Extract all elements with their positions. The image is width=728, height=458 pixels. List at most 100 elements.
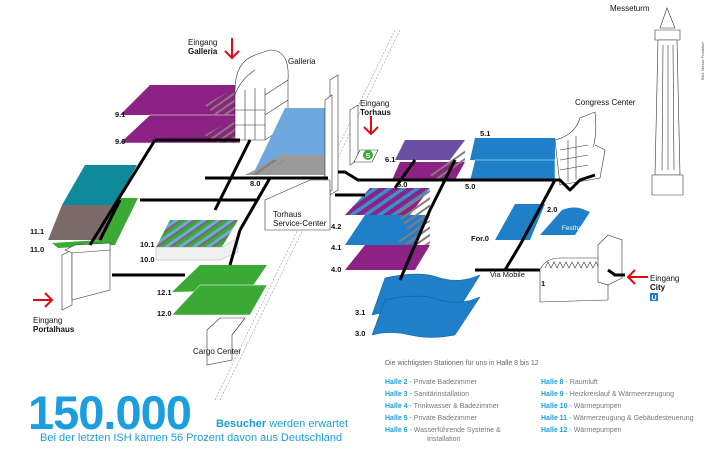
legend-desc: - Trinkwasser & Badezimmer: [407, 403, 499, 410]
hall-12[interactable]: [171, 265, 268, 316]
legend-item: Halle 10 - Wärmepumpen: [541, 401, 694, 413]
hall-4[interactable]: [345, 188, 430, 270]
hall-label: 5.1: [480, 129, 491, 138]
legend-column-left: Halle 2 - Private Badezimmer Halle 3 - S…: [385, 377, 501, 446]
hall-5[interactable]: [469, 138, 556, 181]
entrance-arrow-city: [626, 269, 648, 285]
hall-label: 3.0: [355, 329, 366, 338]
legend-item: Halle 12 - Wärmepumpen: [541, 425, 694, 437]
hall-label: 12.0: [157, 309, 172, 318]
entrance-name: City: [650, 283, 666, 292]
legend-hall: Halle 2: [385, 379, 408, 386]
festhalle-building[interactable]: [540, 207, 590, 236]
legend-desc: - Sanitärinstallation: [407, 391, 470, 398]
hall-label: 4.1: [331, 243, 342, 252]
messeturm-label: Messeturm: [610, 4, 650, 13]
hall-label: 11.1: [30, 227, 45, 236]
legend-item: Halle 11 - Wärmerzeugung & Gebäudesteuer…: [541, 413, 694, 425]
hall-label: 9.0: [115, 137, 126, 146]
legend-item: Halle 3 - Sanitärinstallation: [385, 389, 501, 401]
portalhaus-building: [61, 242, 111, 311]
image-credit: Bild: Messe Frankfurt: [700, 42, 705, 80]
hall-label: 8.0: [250, 179, 261, 188]
hall-label: 3.1: [355, 308, 366, 317]
s-bahn-label: S: [366, 153, 371, 160]
hall-label: 6.0: [397, 180, 408, 189]
visitor-caption-bold: Besucher: [216, 418, 267, 430]
legend-hall: Halle 8: [541, 379, 564, 386]
legend-item: Halle 5 - Private Badezimmer: [385, 413, 501, 425]
hall-label: 10.1: [140, 240, 155, 249]
hall-forum[interactable]: [495, 204, 545, 240]
torhaus-label-line1: Torhaus: [273, 210, 302, 219]
u-bahn-station: U: [650, 293, 658, 302]
hall-label: 2.0: [547, 205, 558, 214]
galleria-label: Galleria: [288, 57, 316, 66]
legend-desc: - Wasserführende Systeme &: [407, 427, 501, 434]
entrance-arrow-portalhaus: [33, 292, 54, 308]
legend-desc: - Wärmerzeugung & Gebäudesteuerung: [567, 415, 694, 422]
legend-column-right: Halle 8 - Raumluft Halle 9 - Heizkreisla…: [541, 377, 694, 437]
hall-label: For.0: [471, 234, 489, 243]
entrance-arrow-galleria: [224, 38, 240, 60]
hall-8[interactable]: [245, 108, 330, 175]
hall-10[interactable]: [155, 220, 239, 261]
legend-desc: - Private Badezimmer: [407, 379, 477, 386]
cargo-center-label: Cargo Center: [193, 347, 242, 356]
entrance-name: Portalhaus: [33, 325, 75, 334]
u-bahn-icon: [650, 293, 658, 301]
messeturm-building: [651, 7, 684, 196]
legend-desc: - Wärmepumpen: [567, 403, 622, 410]
legend-hall: Halle 11: [541, 415, 568, 422]
entrance-name: Galleria: [188, 47, 218, 56]
entrance-prefix: Eingang: [33, 316, 63, 325]
legend-hall: Halle 3: [385, 391, 408, 398]
legend-item: Halle 4 - Trinkwasser & Badezimmer: [385, 401, 501, 413]
entrance-prefix: Eingang: [650, 274, 680, 283]
hall-11[interactable]: [48, 165, 138, 248]
legend-item: Halle 8 - Raumluft: [541, 377, 694, 389]
visitor-caption-rest: werden erwartet: [266, 418, 349, 430]
hall-label: 4.0: [331, 265, 342, 274]
s-bahn-icon: [363, 150, 373, 160]
legend-hall: Halle 12: [541, 427, 568, 434]
visitor-count: 150.000: [28, 386, 192, 439]
legend-hall: Halle 5: [385, 415, 408, 422]
hall-label: 11.0: [30, 245, 45, 254]
visitor-subline: Bei der letzten ISH kamen 56 Prozent dav…: [40, 432, 343, 444]
entrance-prefix: Eingang: [360, 99, 390, 108]
legend-desc: - Heizkreislauf & Wärmeerzeugung: [563, 391, 675, 398]
hall-label: 4.2: [331, 222, 342, 231]
legend-desc: - Raumluft: [563, 379, 598, 386]
legend-item: Halle 9 - Heizkreislauf & Wärmeerzeugung: [541, 389, 694, 401]
hall-9[interactable]: [119, 85, 241, 144]
congress-center-building: [554, 111, 606, 186]
legend-desc: - Wärmepumpen: [567, 427, 622, 434]
hall-1-building: [539, 234, 623, 303]
congress-center-label: Congress Center: [575, 98, 636, 107]
legend-item: Halle 2 - Private Badezimmer: [385, 377, 501, 389]
legend-hall: Halle 9: [541, 391, 564, 398]
s-bahn-station: S: [353, 149, 379, 163]
legend-item-continued: Installation: [385, 434, 501, 446]
legend-hall: Halle 4: [385, 403, 408, 410]
torhaus-label-line2: Service-Center: [273, 219, 327, 228]
hall-3[interactable]: [371, 273, 481, 338]
festhalle-label: Festhalle: [562, 225, 589, 232]
legend-item: Halle 6 - Wasserführende Systeme &: [385, 425, 501, 437]
legend-hall: Halle 10: [541, 403, 568, 410]
entrance-arrow-torhaus: [363, 116, 379, 136]
hall-label: 1: [541, 279, 546, 288]
hall-label: 12.1: [157, 288, 172, 297]
legend-hall: Halle 6: [385, 427, 408, 434]
cargo-center-building: [206, 317, 246, 366]
via-mobile-label: Via Mobile: [490, 270, 525, 279]
legend-desc: Installation: [427, 436, 461, 443]
torhaus-building: [264, 74, 359, 231]
